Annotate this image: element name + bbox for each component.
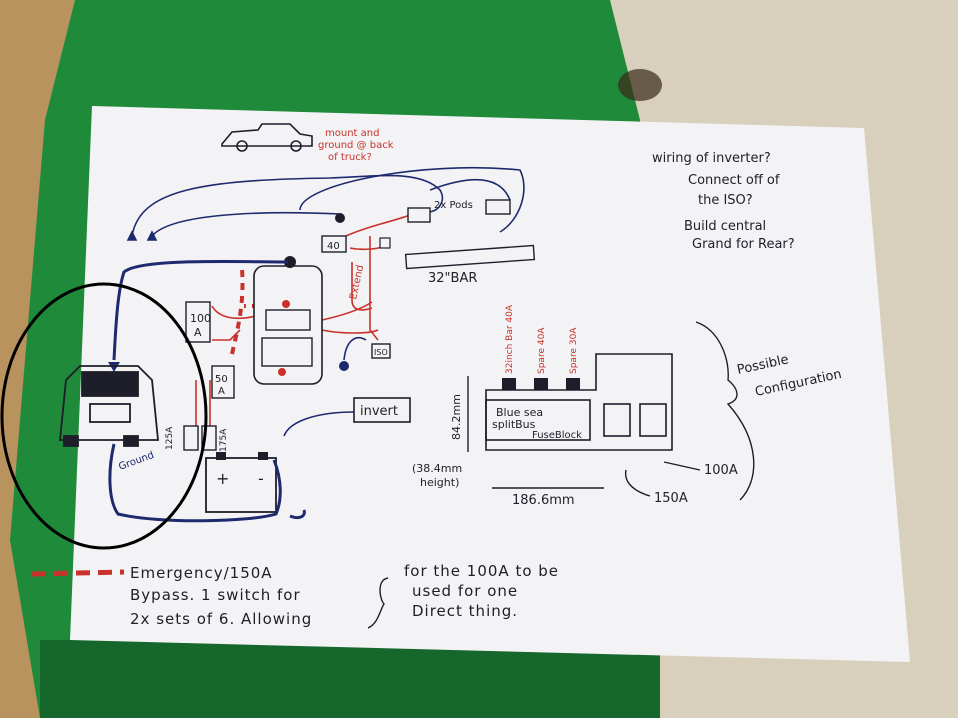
- fuseblock-label-1: Blue sea: [496, 406, 543, 419]
- mat-shadow: [40, 640, 660, 718]
- fuse-125a-label: 125A: [165, 426, 175, 450]
- arrow-150a: [624, 469, 651, 497]
- blue-wires: [126, 167, 525, 241]
- inverter-box: [353, 397, 411, 423]
- slot-label-3: Spare 30A: [569, 327, 579, 374]
- mount-ground-note-1: mount and: [325, 128, 379, 139]
- relay-40-label: 40: [327, 241, 340, 252]
- height-dim-label: 84.2mm: [450, 394, 463, 440]
- inverter-label: invert: [360, 404, 398, 419]
- legend-brace: [367, 577, 389, 629]
- fuse-175a-label: 175A: [219, 428, 229, 452]
- arrow-100a: [663, 461, 701, 471]
- fuse-50a-label-1: 50: [215, 374, 228, 385]
- bypass-dashed-line: [230, 267, 245, 355]
- width-dim-label: 186.6mm: [512, 493, 575, 508]
- iso-note-1: Connect off of: [688, 173, 780, 188]
- battery-minus: -: [258, 469, 264, 488]
- fuseblock-label-3: FuseBlock: [532, 430, 582, 441]
- light-bar-label: 32"BAR: [428, 271, 477, 286]
- mount-ground-note-2: ground @ back: [318, 140, 394, 151]
- switch-dot: [335, 213, 345, 223]
- slot-label-2: Spare 40A: [537, 327, 547, 374]
- legend-dashed-line: [31, 569, 125, 577]
- highlight-circle: [0, 282, 208, 550]
- config-bracket: [695, 321, 755, 501]
- iso-label: ISO: [374, 348, 388, 357]
- inverter-blue-wire: [283, 411, 355, 437]
- slot-2: [534, 378, 548, 390]
- slot-3: [566, 378, 580, 390]
- legend-right-1: for the 100A to be: [404, 562, 559, 580]
- battery-plus: +: [216, 469, 229, 488]
- ground-note-2: Grand for Rear?: [692, 237, 795, 252]
- relay-40: [321, 235, 347, 253]
- fuse-50a-label-2: A: [218, 386, 225, 397]
- slot-label-1: 32inch Bar 40A: [505, 304, 515, 374]
- iso-note-2: the ISO?: [698, 193, 753, 208]
- legend-right-3: Direct thing.: [412, 602, 518, 620]
- fuse-100a-label-2: A: [194, 326, 202, 339]
- fuse-block-config: [485, 353, 673, 451]
- battery-post-pos: [216, 452, 226, 460]
- legend-line-2: Bypass. 1 switch for: [130, 586, 301, 604]
- ground-arrow: [108, 362, 120, 372]
- legend-line-1: Emergency/150A: [130, 564, 273, 582]
- legend-line-3: 2x sets of 6. Allowing: [130, 610, 312, 628]
- label-150a: 150A: [654, 491, 688, 506]
- terminal-black: [284, 256, 296, 268]
- mount-ground-note-3: of truck?: [328, 152, 372, 163]
- light-bar: [404, 244, 536, 270]
- ground-note-1: Build central: [684, 219, 766, 234]
- terminal-red-2: [278, 368, 286, 376]
- pod-left: [407, 207, 431, 223]
- battery: [205, 457, 277, 513]
- fuse-100a-label-1: 100: [190, 312, 211, 325]
- fuse-125a: [183, 425, 199, 451]
- fuse-50a: [211, 365, 235, 399]
- truck-sketch: [221, 123, 313, 152]
- label-100a: 100A: [704, 463, 738, 478]
- table-stain: [618, 69, 662, 101]
- height-note-1: (38.4mm: [412, 462, 462, 475]
- red-wires: [195, 213, 413, 428]
- inverter-note: wiring of inverter?: [652, 151, 771, 166]
- slot-1: [502, 378, 516, 390]
- relay-small: [379, 237, 391, 249]
- iso-blue-wire: [343, 336, 367, 361]
- blue-power-cables: [108, 259, 306, 523]
- height-note-2: height): [420, 476, 459, 489]
- legend-right-2: used for one: [412, 582, 518, 600]
- terminal-red-1: [282, 300, 290, 308]
- fuse-100a: [185, 301, 211, 343]
- paper-card: [70, 106, 910, 662]
- switch-lower: [261, 337, 313, 367]
- pods-label: 2x Pods: [434, 200, 473, 211]
- iso-module: [371, 343, 391, 359]
- iso-ground-dot: [339, 361, 349, 371]
- pod-right: [485, 199, 511, 215]
- fuseblock-label-2: splitBus: [492, 418, 536, 431]
- battery-post-neg: [258, 452, 268, 460]
- vehicle-front-sketch: [59, 365, 159, 447]
- switch-upper: [265, 309, 311, 331]
